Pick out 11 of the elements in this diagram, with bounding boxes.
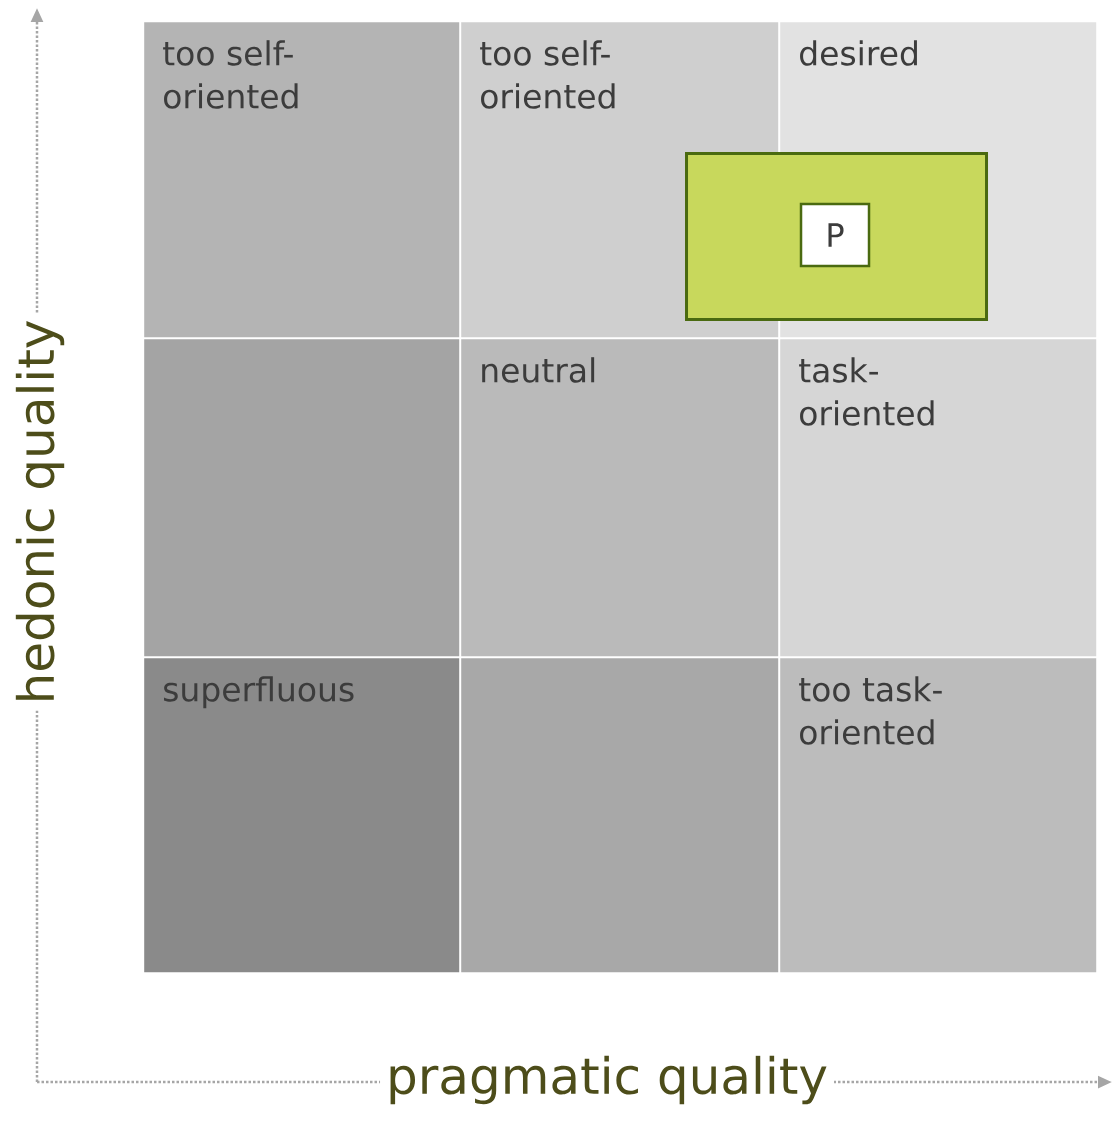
quadrant-cell: neutral bbox=[461, 339, 779, 657]
quadrant-cell: too self-oriented bbox=[144, 22, 460, 338]
quadrant-cell: too task-oriented bbox=[780, 658, 1097, 973]
quadrant-cell: superfluous bbox=[144, 658, 460, 973]
axis-label: pragmatic quality bbox=[380, 1049, 834, 1111]
quadrant-cell bbox=[461, 658, 779, 973]
marker-box: P bbox=[799, 202, 871, 268]
highlight-rectangle bbox=[685, 152, 988, 321]
quadrant-cell bbox=[144, 339, 460, 657]
axis-label: hedonic quality bbox=[9, 313, 71, 711]
quadrant-cell: task-oriented bbox=[780, 339, 1097, 657]
